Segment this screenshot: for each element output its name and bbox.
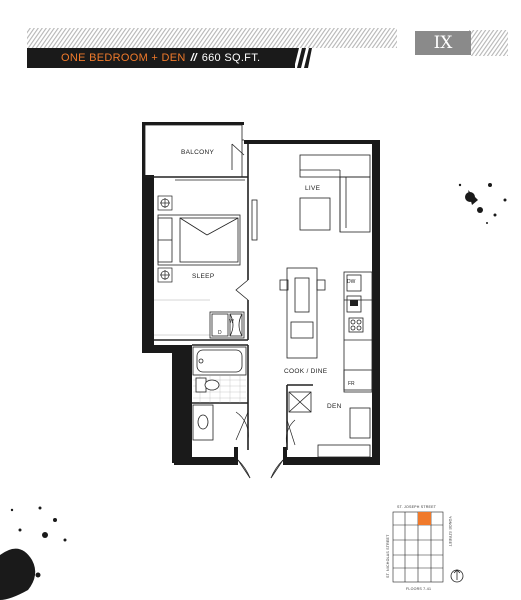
kitchen-island	[279, 267, 326, 359]
keyplan-street-left: ST. NICHOLAS STREET	[386, 534, 390, 578]
header-hatch-pattern	[27, 28, 397, 48]
header-end-hatch	[290, 48, 312, 68]
suite-badge: IX	[415, 31, 471, 55]
ink-splatter-left	[0, 506, 67, 600]
toilet	[195, 377, 220, 393]
label-live: LIVE	[305, 185, 321, 192]
entry-door	[237, 459, 284, 479]
coffee-table	[299, 197, 331, 231]
wall-unit	[251, 199, 258, 241]
sink	[350, 300, 358, 306]
keyplan-street-right: YONGE STREET	[448, 516, 452, 547]
label-sleep: SLEEP	[192, 273, 214, 280]
label-fridge: FR	[348, 381, 355, 387]
title-separator: //	[190, 52, 197, 64]
unit-area: 660 SQ.FT.	[201, 52, 261, 64]
keyplan-unit-highlight	[418, 512, 431, 525]
laundry	[209, 311, 245, 339]
kitchen-counter	[343, 271, 373, 393]
label-dishwasher: DW	[347, 279, 356, 285]
north-arrow-icon	[450, 569, 464, 583]
exterior-walls	[142, 122, 380, 465]
label-washer: W	[229, 319, 234, 325]
closet-hatching	[154, 299, 210, 336]
den-door	[285, 419, 296, 446]
bedside-lamps	[157, 195, 173, 283]
unit-title-bar: ONE BEDROOM + DEN // 660 SQ.FT.	[27, 48, 295, 68]
badge-hatch-pattern	[469, 30, 508, 56]
bathroom-door	[235, 411, 249, 441]
label-balcony: BALCONY	[181, 149, 215, 156]
label-dryer: D	[218, 330, 222, 336]
unit-type-title: ONE BEDROOM + DEN	[61, 52, 186, 64]
bedroom-door	[235, 279, 249, 301]
keyplan-street-top: ST. JOSEPH STREET	[397, 505, 437, 509]
sliding-doors	[175, 143, 245, 181]
label-cook-dine: COOK / DINE	[284, 368, 328, 375]
ink-splatter-right	[458, 183, 507, 224]
bathtub	[192, 346, 247, 376]
den-furniture	[288, 391, 371, 458]
keyplan-floors: FLOORS 7-41	[406, 587, 431, 591]
key-plan: ST. JOSEPH STREET ST. NICHOLAS STREET YO…	[386, 505, 464, 591]
label-den: DEN	[327, 403, 342, 410]
sofa	[299, 154, 371, 233]
vanity	[192, 404, 214, 441]
bed	[157, 214, 241, 266]
